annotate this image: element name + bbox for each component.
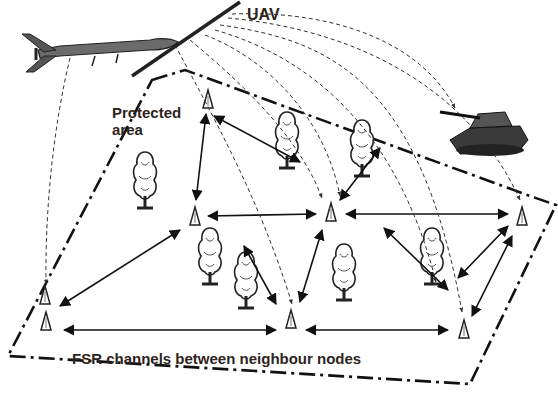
tree bbox=[134, 152, 157, 208]
fsr-channel bbox=[306, 329, 448, 331]
area-label: Protected area bbox=[112, 104, 190, 139]
trees bbox=[134, 112, 444, 308]
tree bbox=[333, 244, 356, 300]
sensor-node bbox=[203, 90, 213, 108]
fsr-channel bbox=[64, 329, 276, 331]
tree bbox=[235, 252, 258, 308]
fsr-channel bbox=[60, 230, 180, 306]
detection-path bbox=[228, 18, 520, 200]
detection-path bbox=[175, 45, 292, 304]
tank-drawing bbox=[440, 112, 528, 156]
tree bbox=[199, 228, 222, 284]
sensor-node bbox=[326, 203, 336, 221]
uav-label: UAV bbox=[247, 6, 307, 24]
fsr-channels bbox=[60, 114, 512, 330]
sensor-node bbox=[40, 286, 50, 304]
sensor-node bbox=[190, 207, 200, 225]
sensor-node bbox=[459, 320, 469, 338]
sensor-node bbox=[41, 312, 51, 330]
detection-path bbox=[215, 30, 436, 282]
fsr-channel bbox=[196, 114, 206, 200]
fsr-channel bbox=[214, 116, 300, 162]
tree bbox=[351, 120, 374, 176]
fsr-channel bbox=[472, 236, 512, 316]
fsr-channel bbox=[244, 246, 276, 304]
fsr-channel bbox=[208, 214, 316, 216]
detection-paths bbox=[46, 14, 520, 312]
fsr-channel bbox=[384, 228, 448, 290]
fsr-channel bbox=[458, 226, 508, 278]
protected-area-boundary bbox=[8, 70, 556, 384]
detection-path bbox=[220, 25, 462, 312]
channels-label: FSR channels between neighbour nodes bbox=[72, 350, 432, 367]
fsr-channel bbox=[300, 230, 322, 302]
sensor-node bbox=[286, 310, 296, 328]
detection-path bbox=[205, 35, 340, 196]
fsr-channel bbox=[346, 213, 508, 215]
sensor-node bbox=[517, 207, 527, 225]
detection-path bbox=[232, 14, 455, 108]
uav-drawing bbox=[22, 2, 240, 76]
sensor-nodes bbox=[40, 90, 527, 338]
detection-path bbox=[46, 58, 70, 284]
fsr-channel bbox=[340, 148, 380, 200]
